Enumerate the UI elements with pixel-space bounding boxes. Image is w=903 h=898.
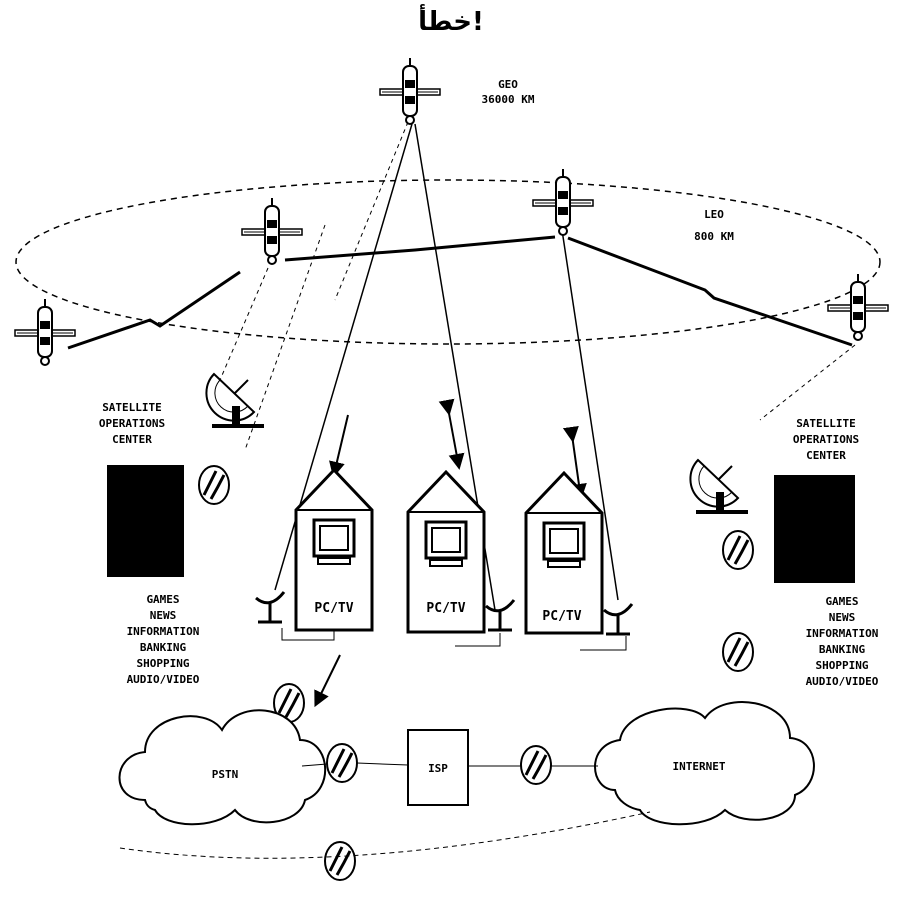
svg-text:GAMES: GAMES <box>146 593 179 606</box>
svg-text:CENTER: CENTER <box>112 433 152 446</box>
internet-label: INTERNET <box>673 760 726 773</box>
house-1-label: PC/TV <box>314 601 353 616</box>
leo-altitude: 800 KM <box>694 230 734 243</box>
services-right-list: GAMES NEWS INFORMATION BANKING SHOPPING … <box>806 595 879 688</box>
modem-icon-bottom <box>323 840 357 882</box>
svg-text:AUDIO/VIDEO: AUDIO/VIDEO <box>806 675 879 688</box>
antenna-2-icon <box>484 598 516 632</box>
network-links <box>119 762 651 859</box>
svg-text:SATELLITE: SATELLITE <box>102 401 162 414</box>
house-2-label: PC/TV <box>426 601 465 616</box>
leo-orbit <box>15 179 881 345</box>
pstn-cloud <box>118 709 327 826</box>
svg-text:OPERATIONS: OPERATIONS <box>99 417 165 430</box>
leo-label: LEO <box>704 208 724 221</box>
dish-right-icon <box>689 459 749 515</box>
svg-text:SHOPPING: SHOPPING <box>137 657 190 670</box>
internet-cloud <box>594 701 815 826</box>
svg-text:GAMES: GAMES <box>825 595 858 608</box>
svg-text:NEWS: NEWS <box>829 611 856 624</box>
svg-text:INFORMATION: INFORMATION <box>127 625 200 638</box>
leo-satellite-4 <box>827 273 889 341</box>
downlink-arrows <box>314 398 587 708</box>
svg-text:BANKING: BANKING <box>140 641 187 654</box>
services-left-list: GAMES NEWS INFORMATION BANKING SHOPPING … <box>127 593 200 686</box>
svg-text:SHOPPING: SHOPPING <box>816 659 869 672</box>
leo-satellite-2 <box>241 197 303 265</box>
svg-text:BANKING: BANKING <box>819 643 866 656</box>
modem-icon-isp-internet <box>519 744 553 786</box>
operations-center-right-label: SATELLITE OPERATIONS CENTER <box>793 417 859 462</box>
antenna-3-icon <box>602 602 634 636</box>
pstn-label: PSTN <box>212 768 239 781</box>
modem-icon-right-upper <box>721 529 755 571</box>
operations-center-left-label: SATELLITE OPERATIONS CENTER <box>99 401 165 446</box>
isp-label: ISP <box>428 762 448 775</box>
operations-server-right <box>774 475 855 583</box>
modem-icon-left-upper <box>197 464 231 506</box>
dish-left-icon <box>205 373 265 429</box>
svg-text:OPERATIONS: OPERATIONS <box>793 433 859 446</box>
operations-server-left <box>107 465 184 577</box>
svg-text:SATELLITE: SATELLITE <box>796 417 856 430</box>
leo-satellite-1 <box>14 298 76 366</box>
page-title: خطأ! <box>418 4 484 37</box>
geo-satellite <box>379 57 441 125</box>
house-3-label: PC/TV <box>542 609 581 624</box>
svg-text:AUDIO/VIDEO: AUDIO/VIDEO <box>127 673 200 686</box>
modem-icon-pstn-isp <box>325 742 359 784</box>
leo-satellite-3 <box>532 168 594 236</box>
isp-box <box>407 729 469 806</box>
house-connectors <box>281 628 627 651</box>
svg-text:INFORMATION: INFORMATION <box>806 627 879 640</box>
modem-icon-right-lower <box>721 631 755 673</box>
inter-satellite-links <box>67 235 853 350</box>
geo-altitude: 36000 KM <box>482 93 535 106</box>
svg-text:CENTER: CENTER <box>806 449 846 462</box>
geo-label: GEO <box>498 78 518 91</box>
antenna-1-icon <box>254 590 286 624</box>
svg-text:NEWS: NEWS <box>150 609 177 622</box>
